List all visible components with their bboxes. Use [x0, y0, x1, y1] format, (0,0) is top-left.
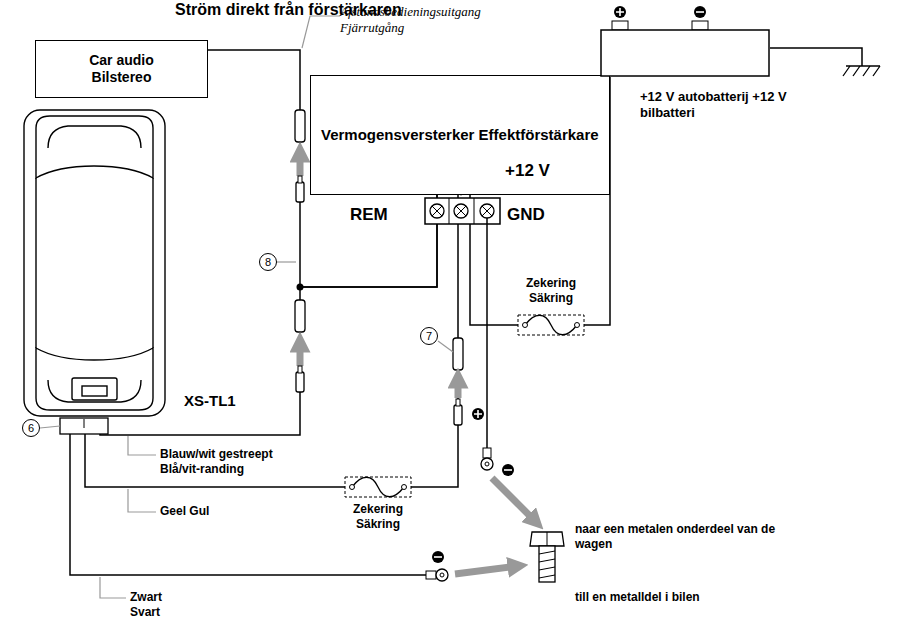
- node-label: Car audio Bilstereo: [67, 52, 177, 87]
- wire-color: Blauw/wit gestreept Blå/vit-randing: [160, 447, 300, 477]
- power-plug: [453, 338, 484, 425]
- battery: +12 V autobatterij +12 V bilbatteri: [600, 5, 770, 77]
- leader-line: [128, 489, 156, 512]
- ground-symbol: [770, 48, 880, 76]
- ring-terminal: [426, 551, 448, 581]
- callout-number: 6: [22, 419, 40, 437]
- mount-note: naar een metalen onderdeel van de wagen: [575, 522, 810, 552]
- terminal-name: REM: [350, 204, 388, 225]
- harness-connector: [84, 419, 85, 428]
- node-label: +12 V autobatterij +12 V bilbatteri: [640, 89, 800, 122]
- output-label: Afstandsbedieningsuitgang Fjärrutgång: [340, 4, 540, 37]
- terminal-name: GND: [507, 204, 545, 225]
- ring-terminal: [481, 448, 514, 476]
- leader-line: [277, 261, 296, 262]
- insert-arrow: [455, 566, 518, 574]
- chassis-bolt: [530, 532, 564, 582]
- mount-note: till en metalldel i bilen: [575, 590, 700, 605]
- terminal-name: +12 V: [505, 160, 550, 181]
- remote-plug: [295, 110, 305, 392]
- speaker: XS-TL1: [22, 108, 167, 418]
- ground-wire: [486, 218, 488, 452]
- callout-number: 7: [420, 327, 438, 345]
- leader-line: [438, 341, 453, 352]
- insert-arrow: [492, 478, 536, 522]
- junction-dot: [297, 284, 304, 291]
- node-label: Vermogensversterker Effektförstärkare: [321, 126, 599, 145]
- amplifier-box: Vermogensversterker Effektförstärkare: [310, 75, 610, 195]
- fuse: [518, 315, 584, 335]
- fuse-label: Zekering Säkring: [516, 276, 586, 306]
- wire-color: Geel Gul: [160, 504, 210, 519]
- wire-color: Zwart Svart: [130, 590, 180, 620]
- callout-number: 8: [259, 253, 277, 271]
- fuse-label: Zekering Säkring: [343, 502, 413, 532]
- harness-connector: [60, 418, 108, 434]
- battery-symbol: [600, 5, 770, 77]
- terminal-block: [425, 198, 500, 224]
- leader-line: [40, 426, 60, 428]
- leader-line: [100, 577, 126, 598]
- speaker-illustration: [22, 108, 167, 418]
- leader-line: [302, 16, 340, 48]
- leader-line: [128, 436, 156, 455]
- node-label: XS-TL1: [184, 392, 236, 411]
- fuse: [345, 477, 411, 497]
- ground-wire: [70, 434, 428, 575]
- car-audio-box: Car audio Bilstereo: [35, 40, 208, 98]
